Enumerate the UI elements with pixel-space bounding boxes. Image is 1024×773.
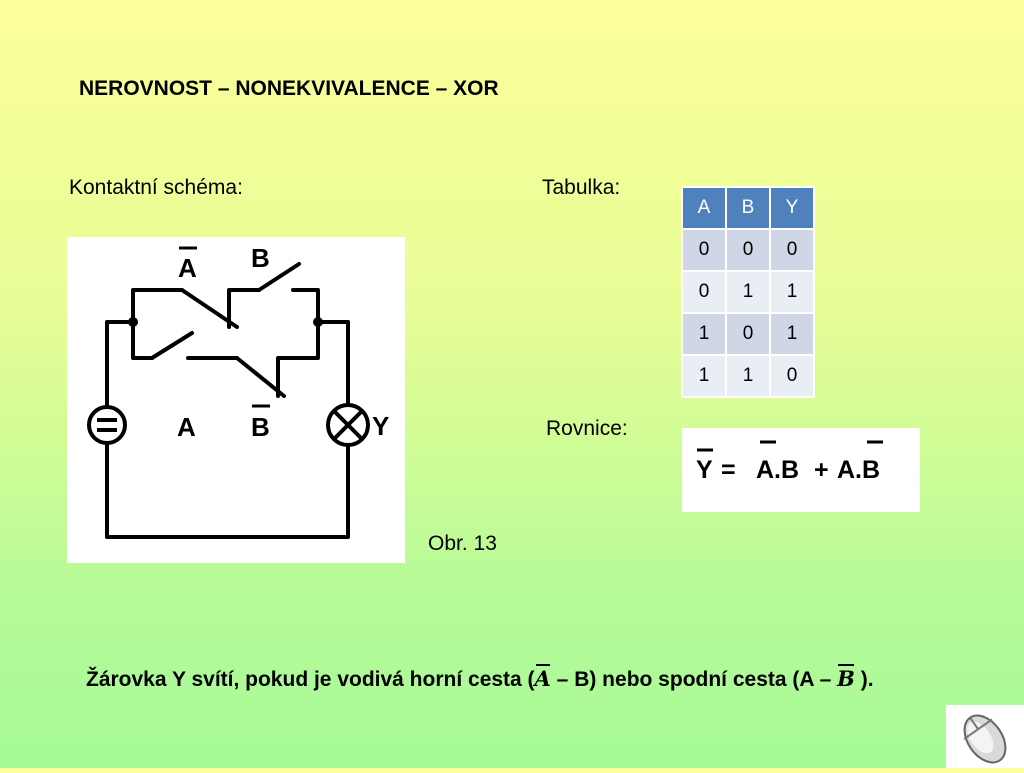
- cell: 0: [725, 228, 771, 272]
- left-wire: [105, 320, 135, 407]
- figure-caption: Obr. 13: [428, 532, 497, 555]
- cell: 0: [681, 270, 727, 314]
- bottom-wire: [105, 441, 350, 539]
- equation-lhs: Y: [696, 456, 713, 484]
- label-y: Y: [372, 411, 389, 441]
- cell: 0: [681, 228, 727, 272]
- equation-plus: +: [814, 456, 829, 484]
- dc-source-icon: [87, 405, 127, 445]
- cell: 0: [769, 228, 815, 272]
- cell: 1: [681, 354, 727, 398]
- equation-term2: A.B: [837, 456, 880, 484]
- table-label: Tabulka:: [542, 176, 621, 199]
- table-row: 1 1 0: [681, 354, 815, 398]
- truth-table: A B Y 0 0 0 0 1 1 1 0 1 1 1 0: [681, 186, 815, 398]
- top-branch-left: [131, 288, 184, 324]
- label-b-bar: B: [251, 412, 270, 442]
- junction-right: [313, 317, 323, 327]
- header-a: A: [681, 186, 727, 230]
- junction-left: [128, 317, 138, 327]
- cell: 1: [725, 270, 771, 314]
- label-a-bar: A: [178, 253, 197, 283]
- summary-text: Žárovka Y svítí, pokud je vodivá horní c…: [86, 662, 926, 696]
- equation-box: Y = A.B + A.B: [682, 428, 920, 512]
- header-y: Y: [769, 186, 815, 230]
- table-row: 0 1 1: [681, 270, 815, 314]
- mouse-icon[interactable]: [946, 705, 1024, 768]
- summary-var-b-bar: B: [837, 662, 855, 695]
- cell: 1: [681, 312, 727, 356]
- right-wire: [316, 320, 350, 407]
- summary-part2: – B) nebo spodní cesta (A –: [550, 668, 838, 691]
- equation-term1: A.B: [756, 456, 799, 484]
- table-row: 1 0 1: [681, 312, 815, 356]
- summary-part1: Žárovka Y svítí, pokud je vodivá horní c…: [86, 668, 535, 691]
- lamp-icon: [326, 403, 370, 447]
- summary-part3: ).: [854, 668, 874, 691]
- label-b-top: B: [251, 243, 270, 273]
- equation-label: Rovnice:: [546, 417, 628, 440]
- table-row: 0 0 0: [681, 228, 815, 272]
- contact-schema-diagram: A B A B Y: [67, 237, 405, 563]
- switch-a-blade: [150, 331, 194, 360]
- slide-title: NEROVNOST – NONEKVIVALENCE – XOR: [79, 77, 499, 100]
- label-a-bottom: A: [177, 412, 196, 442]
- header-b: B: [725, 186, 771, 230]
- cell: 0: [725, 312, 771, 356]
- equation-equals: =: [721, 456, 736, 484]
- truth-table-header: A B Y: [681, 186, 815, 230]
- cell: 1: [725, 354, 771, 398]
- summary-var-a-bar: A: [535, 662, 551, 695]
- cell: 1: [769, 270, 815, 314]
- cell: 0: [769, 354, 815, 398]
- schema-label: Kontaktní schéma:: [69, 176, 243, 199]
- switch-b-blade: [257, 262, 301, 292]
- cell: 1: [769, 312, 815, 356]
